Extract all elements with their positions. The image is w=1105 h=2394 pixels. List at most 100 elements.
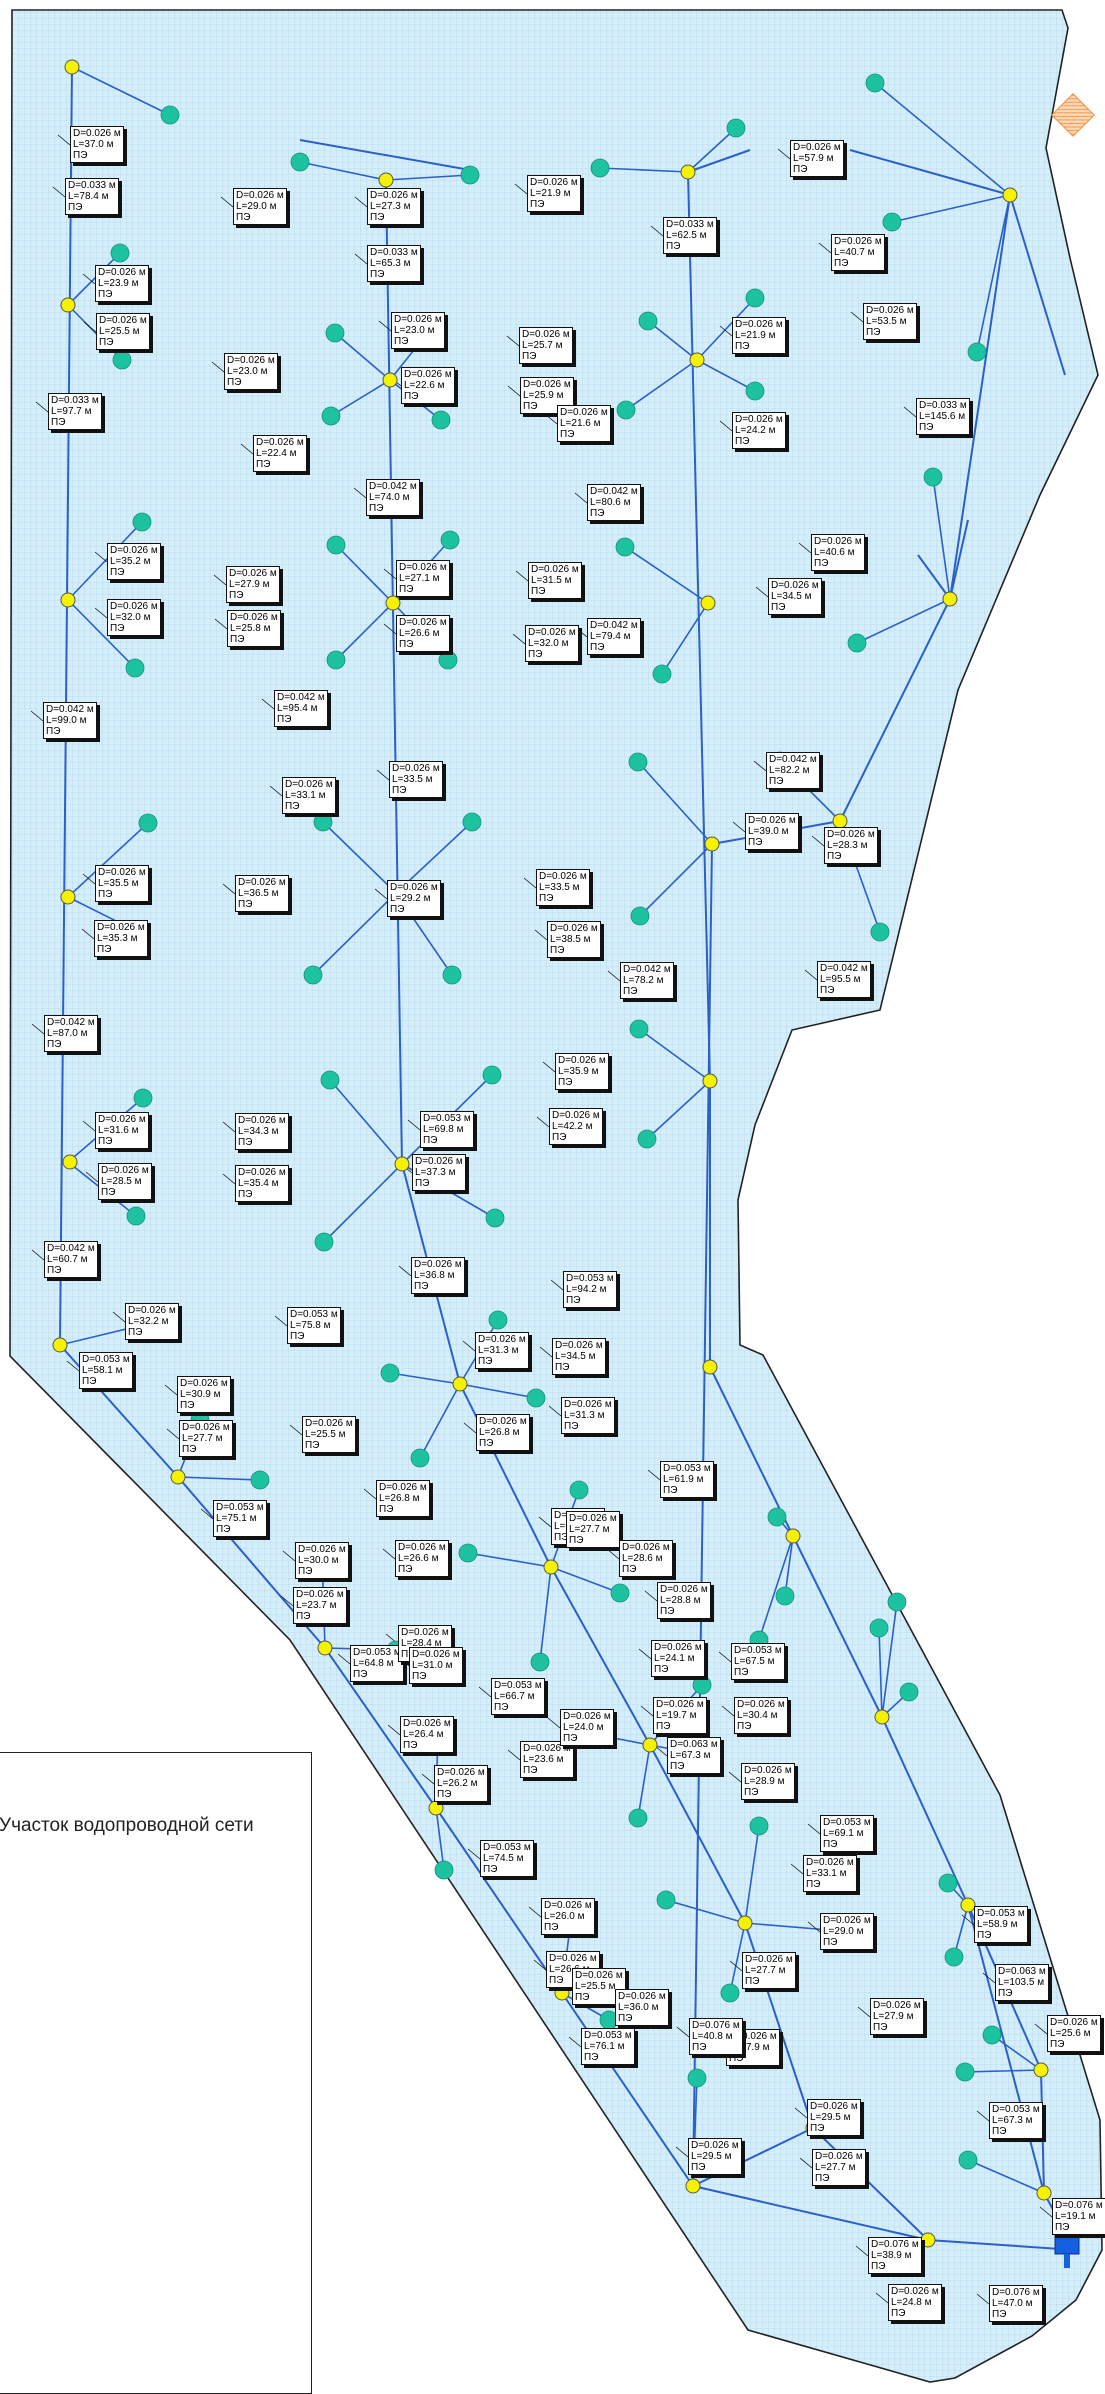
pipe-label-l: L=30.4 м	[737, 1710, 778, 1721]
pipe-label-d: D=0.053 м	[82, 1354, 130, 1365]
pipe-label-m: ПЭ	[1050, 2039, 1065, 2050]
pipe-label-m: ПЭ	[73, 150, 88, 161]
pipe-label-m: ПЭ	[564, 1421, 579, 1432]
branch-pipe	[758, 1535, 794, 1641]
label-leader	[506, 335, 520, 347]
junction-node	[385, 595, 401, 611]
consumer-node	[526, 1388, 546, 1408]
pipe-label-m: ПЭ	[494, 1702, 509, 1713]
pipe-label-d: D=0.026 м	[654, 1642, 702, 1653]
pipe-label-d: D=0.026 м	[399, 617, 447, 628]
pipe-label-d: D=0.026 м	[394, 314, 442, 325]
branch-pipe	[299, 161, 387, 181]
branch-pipe	[389, 1372, 461, 1385]
pump-outlet	[1064, 2254, 1070, 2268]
pipe-label-l: L=32.2 м	[128, 1316, 169, 1327]
consumer-node	[955, 2062, 975, 2082]
label-leader	[903, 406, 917, 418]
label-leader	[383, 568, 397, 580]
pipe-label-l: L=53.5 м	[866, 316, 907, 327]
pipe-label-l: L=33.5 м	[539, 882, 580, 893]
pipe-label-m: ПЭ	[563, 1733, 578, 1744]
label-leader	[976, 2293, 990, 2305]
pipe-label-m: ПЭ	[182, 1444, 197, 1455]
junction-node	[382, 372, 398, 388]
pipe-label-d: D=0.026 м	[873, 2000, 921, 2011]
pipe-label-d: D=0.026 м	[531, 564, 579, 575]
pipe-label-l: L=57.9 м	[793, 153, 834, 164]
pipe-label-l: L=21.9 м	[530, 188, 571, 199]
pipe-label-l: L=75.1 м	[216, 1513, 257, 1524]
pipe-label-l: L=38.9 м	[871, 2250, 912, 2261]
pipe-label-l: L=27.9 м	[873, 2011, 914, 2022]
label-leader	[81, 928, 95, 940]
pipe-label-l: L=82.2 м	[769, 765, 810, 776]
junction-node	[64, 59, 80, 75]
pipe-label-l: L=26.8 м	[479, 1427, 520, 1438]
consumer-node	[132, 512, 152, 532]
pipe-label-d: D=0.026 м	[97, 922, 145, 933]
consumer-node	[250, 1470, 270, 1490]
pipe-label-d: D=0.026 м	[622, 1542, 670, 1553]
branch-pipe	[329, 1079, 403, 1165]
pipe-label-d: D=0.053 м	[734, 1645, 782, 1656]
label-leader	[387, 1724, 401, 1736]
pipe-label-d: D=0.026 м	[656, 1699, 704, 1710]
pipe-label-d: D=0.053 м	[977, 1908, 1025, 1919]
label-leader	[166, 1428, 180, 1440]
pipe-label-m: ПЭ	[992, 2126, 1007, 2137]
pipe-label-l: L=58.9 м	[977, 1919, 1018, 1930]
label-leader	[982, 1972, 996, 1984]
branch-pipe	[71, 66, 171, 116]
label-leader	[376, 769, 390, 781]
consumer-node	[865, 73, 885, 93]
label-leader	[729, 1960, 743, 1972]
consumer-node	[767, 1507, 787, 1527]
pipe-label-m: ПЭ	[734, 1667, 749, 1678]
pipe-label-m: ПЭ	[256, 459, 271, 470]
pipe-label-l: L=24.8 м	[891, 2297, 932, 2308]
pipe-label-l: L=39.0 м	[748, 826, 789, 837]
label-leader	[547, 1717, 561, 1729]
pipe-label-l: L=31.6 м	[98, 1125, 139, 1136]
pipe-label-l: L=29.5 м	[810, 2112, 851, 2123]
pipe-label-d: D=0.026 м	[412, 1649, 460, 1660]
branch-pipe	[784, 1535, 794, 1597]
branch-pipe	[467, 1552, 552, 1568]
pipe-label-m: ПЭ	[47, 1039, 62, 1050]
consumer-node	[462, 812, 482, 832]
pipe-label-l: L=95.5 м	[820, 974, 861, 985]
pipe-label-m: ПЭ	[296, 1611, 311, 1622]
label-leader	[220, 196, 234, 208]
pump-station-icon	[1054, 2233, 1080, 2255]
pipe-label-l: L=67.3 м	[670, 1750, 711, 1761]
label-leader	[855, 2245, 869, 2257]
label-leader	[378, 320, 392, 332]
pipe-label-l: L=22.6 м	[404, 380, 445, 391]
pipe-label-d: D=0.026 м	[236, 190, 284, 201]
consumer-node	[652, 664, 672, 684]
pipe-label-m: ПЭ	[370, 212, 385, 223]
junction-node	[170, 1469, 186, 1485]
pipe-label-d: D=0.026 м	[539, 871, 587, 882]
branch-pipe	[624, 546, 709, 604]
pipe-label-l: L=24.2 м	[735, 425, 776, 436]
label-leader	[675, 2146, 689, 2158]
pipe-label-m: ПЭ	[423, 1135, 438, 1146]
pipe-label-l: L=26.6 м	[549, 1964, 590, 1975]
pipe-label-l: L=21.6 м	[560, 418, 601, 429]
pipe-label-d: D=0.042 м	[47, 1017, 95, 1028]
pipe-label-l: L=28.6 м	[622, 1553, 663, 1564]
pipe-label-d: D=0.076 м	[692, 2020, 740, 2031]
pipe-label-d: D=0.026 м	[238, 1167, 286, 1178]
